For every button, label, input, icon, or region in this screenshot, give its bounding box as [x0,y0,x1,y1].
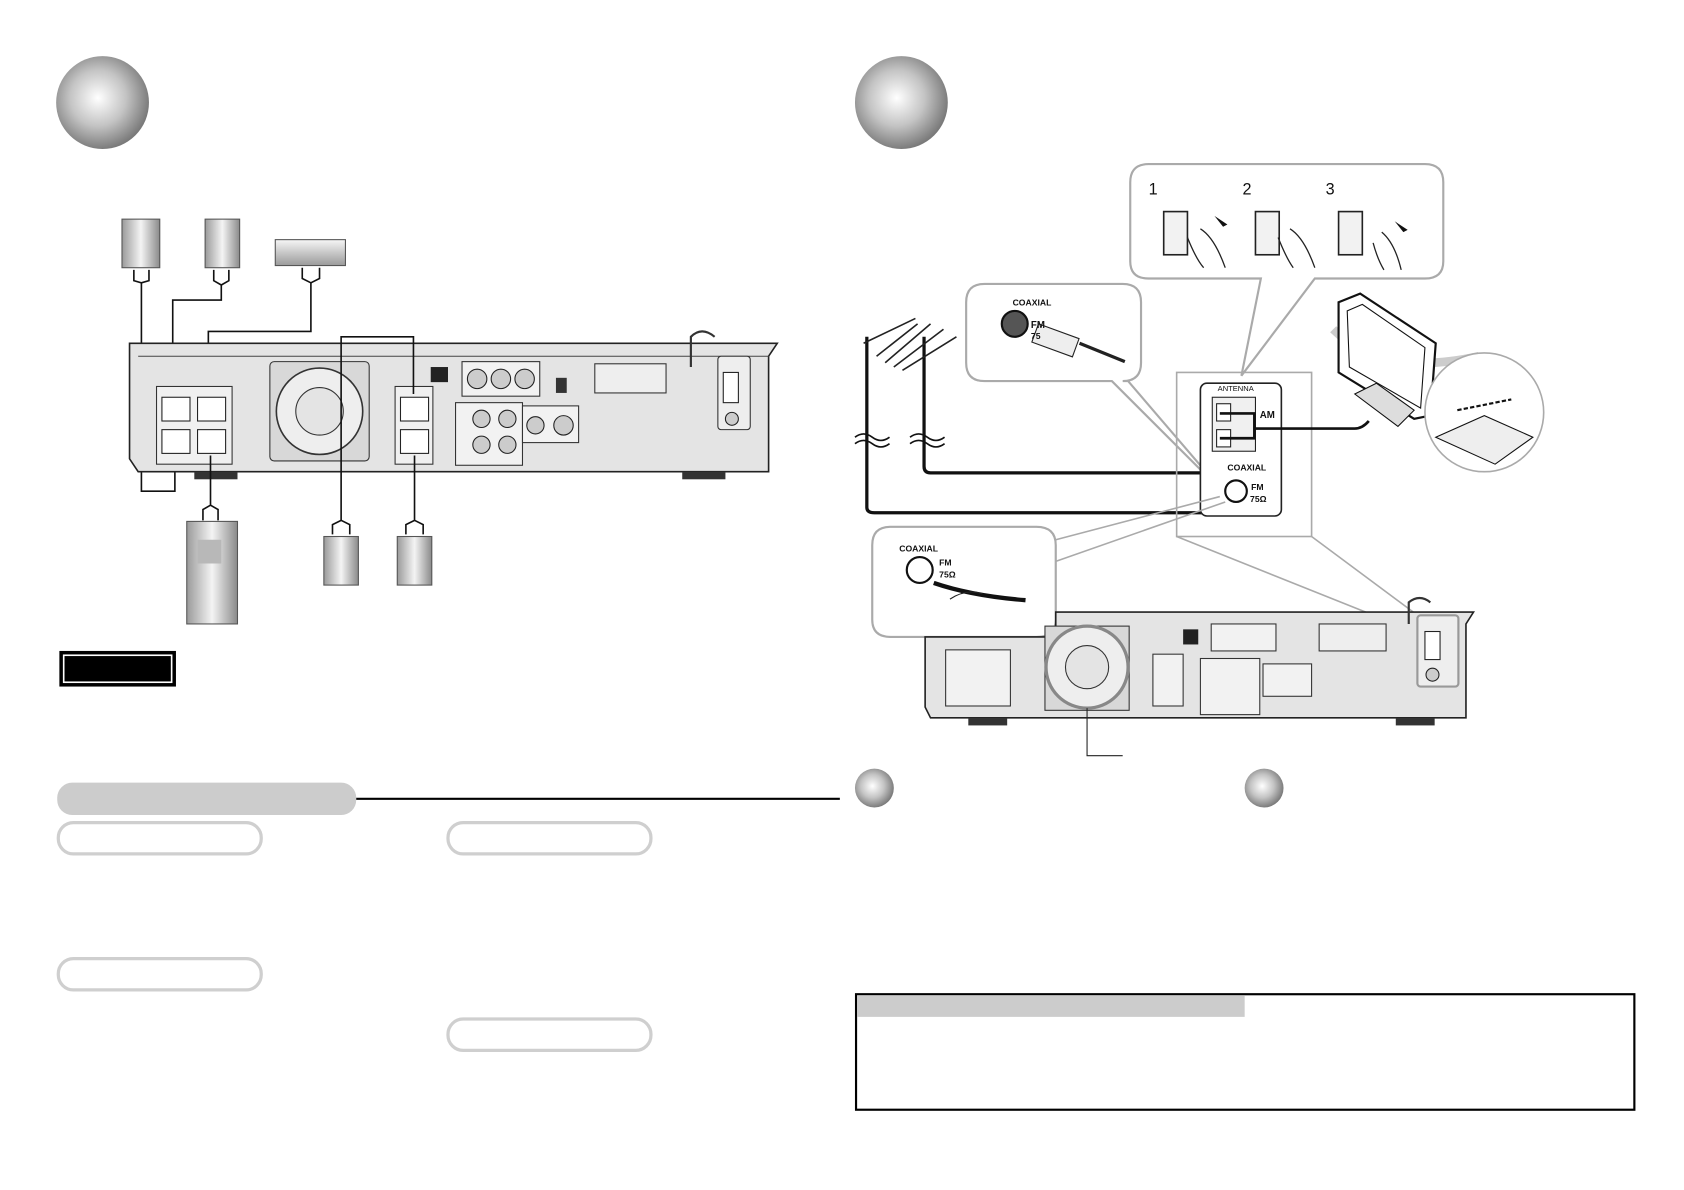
subwoofer [186,455,239,625]
am-loop-antenna [1330,292,1545,473]
ohm-label-top: 75 [1031,331,1041,341]
coaxial-label-top: COAXIAL [1013,297,1052,307]
am-label: AM [1260,410,1275,421]
subheading-pill-2 [446,820,653,856]
note-label-box [59,650,176,687]
coaxial-inset-bottom: COAXIAL FM 75Ω [871,495,1226,638]
step-1-label: 1 [1149,180,1158,198]
rear-right-speaker [396,455,433,586]
front-left-speaker [121,218,176,492]
ohm-label-panel: 75Ω [1250,494,1267,504]
rear-panel-left [128,330,779,480]
note-box-header [857,995,1245,1017]
section-sphere-right [854,56,948,149]
subheading-pill-3 [56,956,263,992]
ohm-label-bottom: 75Ω [939,570,956,580]
fm-label-bottom: FM [939,558,951,568]
front-right-speaker [171,218,241,395]
center-speaker [207,239,346,395]
rear-panel-right [924,596,1475,757]
section-heading-pill [57,782,357,816]
antenna-title: ANTENNA [1218,384,1255,393]
subheading-pill-4 [446,1017,653,1052]
step-3-label: 3 [1326,180,1335,198]
note-box [854,993,1636,1111]
rear-left-speaker [323,335,415,586]
antenna-steps-inset: 1 2 3 [1129,163,1445,377]
step-sphere-2 [1244,768,1284,808]
coaxial-label-bottom: COAXIAL [899,544,938,554]
step-2-label: 2 [1243,180,1252,198]
antenna-terminal-panel: ANTENNA AM COAXIAL FM 75Ω [1175,371,1426,633]
coaxial-label-panel: COAXIAL [1227,463,1266,473]
step-sphere-1 [854,768,894,808]
section-sphere-left [56,56,149,149]
fm-label-top: FM [1031,320,1045,331]
coaxial-inset-top: COAXIAL FM 75 [965,282,1227,496]
fm-label-panel: FM [1251,482,1263,492]
subheading-pill-1 [56,820,263,856]
